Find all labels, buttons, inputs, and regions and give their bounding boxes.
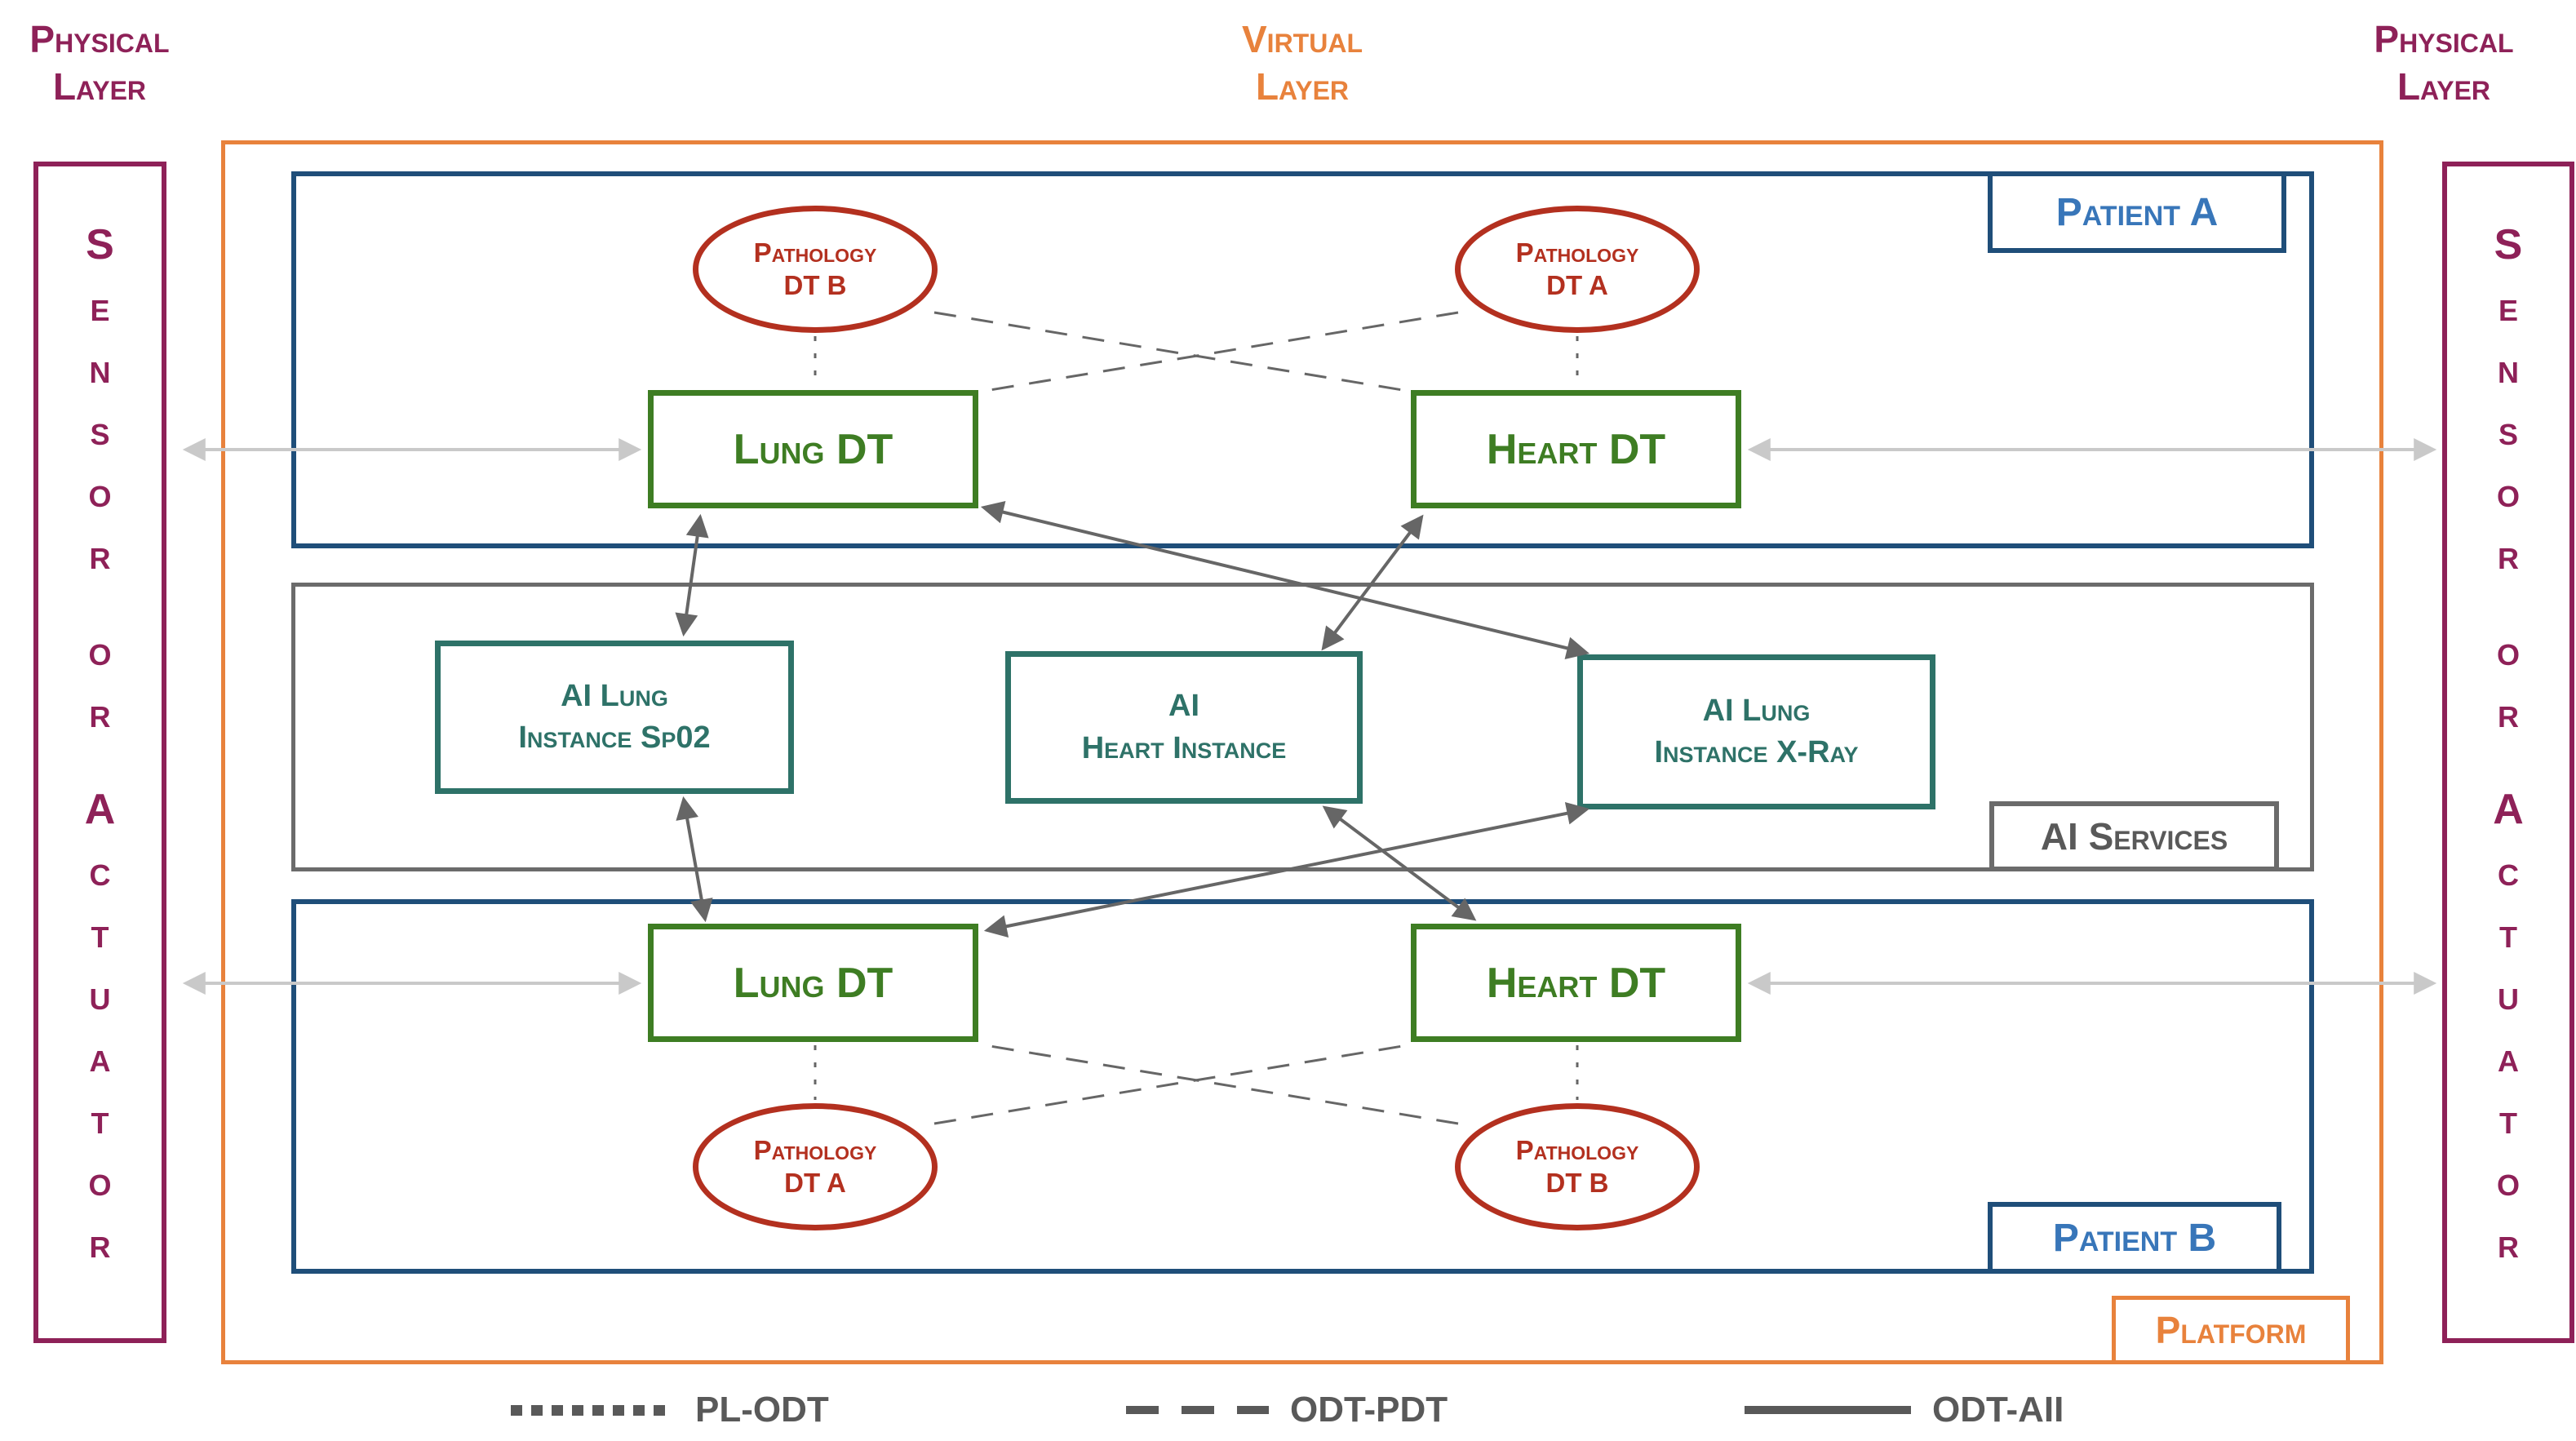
sensor-letter: t bbox=[2499, 1096, 2517, 1143]
ai-lung-sp02-line2: Instance Sp02 bbox=[518, 720, 711, 755]
lung-dt-b-text: Lung DT bbox=[733, 959, 893, 1007]
patient-a-label-text: Patient A bbox=[2055, 190, 2219, 234]
virtual-layer-title: Virtual Layer bbox=[1159, 16, 1445, 110]
physical-layer-right-line2: Layer bbox=[2396, 64, 2491, 108]
sensor-letter: e bbox=[90, 283, 110, 330]
sensor-letter: a bbox=[2498, 1034, 2519, 1081]
sensor-letter: r bbox=[89, 1220, 111, 1267]
pathology-dt-b-bottom-ellipse: Pathology DT B bbox=[1455, 1103, 1700, 1230]
ai-services-label-text: AI Services bbox=[2040, 815, 2228, 858]
sensor-letter: r bbox=[89, 689, 111, 737]
sensor-letter: o bbox=[2496, 1158, 2520, 1205]
ai-lung-sp02-line1: AI Lung bbox=[561, 678, 668, 713]
pathology-dt-a-top-line2: DT A bbox=[1546, 270, 1608, 300]
sensor-letter: n bbox=[2498, 345, 2519, 392]
virtual-layer-line2: Layer bbox=[1255, 64, 1350, 108]
legend-solid-line-sample bbox=[1745, 1406, 1911, 1414]
sensor-letter: t bbox=[91, 1096, 109, 1143]
pathology-dt-b-top-ellipse: Pathology DT B bbox=[693, 206, 938, 333]
physical-layer-left-line1: Physical bbox=[29, 18, 170, 60]
physical-layer-right-line1: Physical bbox=[2374, 18, 2514, 60]
sensor-letter: S bbox=[86, 221, 114, 268]
patient-b-label-text: Patient B bbox=[2052, 1216, 2217, 1260]
sensor-letter: t bbox=[2499, 910, 2517, 957]
sensor-letter: r bbox=[89, 531, 111, 579]
lung-dt-a-text: Lung DT bbox=[733, 425, 893, 473]
legend-label-pl-odt: PL-ODT bbox=[695, 1390, 829, 1430]
pathology-dt-b-top-line2: DT B bbox=[783, 270, 847, 300]
legend-item-odt-aii: ODT-AII bbox=[1745, 1387, 2064, 1433]
sensor-letter: u bbox=[2498, 972, 2519, 1019]
sensor-letter: c bbox=[89, 848, 111, 895]
sensor-letter: o bbox=[2496, 469, 2520, 517]
legend-label-odt-aii: ODT-AII bbox=[1932, 1390, 2064, 1430]
sensor-letter: A bbox=[84, 786, 116, 833]
pathology-dt-a-top-ellipse: Pathology DT A bbox=[1455, 206, 1700, 333]
heart-dt-a-box: Heart DT bbox=[1411, 390, 1741, 508]
legend-dashed-line-sample bbox=[1126, 1406, 1269, 1414]
ai-heart-line2: Heart Instance bbox=[1081, 730, 1287, 765]
physical-layer-left-line2: Layer bbox=[52, 64, 147, 108]
pathology-dt-a-bottom-ellipse: Pathology DT A bbox=[693, 1103, 938, 1230]
lung-dt-a-box: Lung DT bbox=[648, 390, 978, 508]
legend-dotted-line-sample bbox=[511, 1404, 674, 1416]
ai-lung-xray-line1: AI Lung bbox=[1702, 693, 1811, 728]
ai-heart-line1: AI bbox=[1168, 689, 1199, 724]
lung-dt-b-box: Lung DT bbox=[648, 924, 978, 1042]
pathology-dt-b-bottom-line1: Pathology bbox=[1515, 1135, 1639, 1166]
sensor-letter: t bbox=[91, 910, 109, 957]
ai-services-label: AI Services bbox=[1989, 801, 2279, 871]
heart-dt-b-text: Heart DT bbox=[1486, 959, 1666, 1007]
patient-b-container: Patient B bbox=[291, 899, 2314, 1274]
ai-lung-xray-line2: Instance X-Ray bbox=[1654, 735, 1859, 769]
pathology-dt-a-top-line1: Pathology bbox=[1515, 237, 1639, 268]
sensor-letter: s bbox=[2498, 407, 2518, 454]
platform-label: Platform bbox=[2112, 1296, 2350, 1364]
patient-a-label: Patient A bbox=[1988, 171, 2286, 253]
heart-dt-a-text: Heart DT bbox=[1486, 425, 1666, 473]
sensor-letter: o bbox=[88, 469, 112, 517]
legend-label-odt-pdt: ODT-PDT bbox=[1290, 1390, 1448, 1430]
sensor-letter: a bbox=[89, 1034, 111, 1081]
sensor-letter: r bbox=[2497, 689, 2519, 737]
patient-a-container: Patient A bbox=[291, 171, 2314, 548]
platform-label-text: Platform bbox=[2155, 1309, 2307, 1351]
ai-lung-instance-sp02-box: AI Lung Instance Sp02 bbox=[435, 641, 794, 794]
sensor-letter: S bbox=[2494, 221, 2523, 268]
legend-item-odt-pdt: ODT-PDT bbox=[1126, 1387, 1448, 1433]
sensor-letter: u bbox=[89, 972, 111, 1019]
sensor-letter: o bbox=[88, 1158, 112, 1205]
sensor-letter: s bbox=[90, 407, 110, 454]
sensor-letter: e bbox=[2498, 283, 2518, 330]
physical-layer-right-title: Physical Layer bbox=[2321, 16, 2566, 110]
pathology-dt-b-top-line1: Pathology bbox=[753, 237, 877, 268]
sensor-letter: r bbox=[2498, 1220, 2519, 1267]
ai-heart-instance-box: AI Heart Instance bbox=[1005, 651, 1363, 804]
ai-lung-instance-xray-box: AI Lung Instance X-Ray bbox=[1577, 654, 1935, 809]
sensor-letter: c bbox=[2498, 848, 2519, 895]
physical-layer-left-title: Physical Layer bbox=[10, 16, 189, 110]
sensor-letter: r bbox=[2498, 531, 2519, 579]
pathology-dt-a-bottom-line2: DT A bbox=[784, 1168, 846, 1198]
pathology-dt-b-bottom-line2: DT B bbox=[1545, 1168, 1609, 1198]
platform-container: Platform bbox=[221, 140, 2383, 1364]
heart-dt-b-box: Heart DT bbox=[1411, 924, 1741, 1042]
legend-item-pl-odt: PL-ODT bbox=[511, 1387, 829, 1433]
sensor-letter: o bbox=[88, 627, 112, 675]
pathology-dt-a-bottom-line1: Pathology bbox=[753, 1135, 877, 1166]
sensor-letter: o bbox=[2496, 627, 2520, 675]
sensor-letter: n bbox=[89, 345, 111, 392]
sensor-letter: A bbox=[2493, 786, 2524, 833]
patient-b-label: Patient B bbox=[1988, 1202, 2281, 1274]
virtual-layer-line1: Virtual bbox=[1242, 18, 1363, 60]
